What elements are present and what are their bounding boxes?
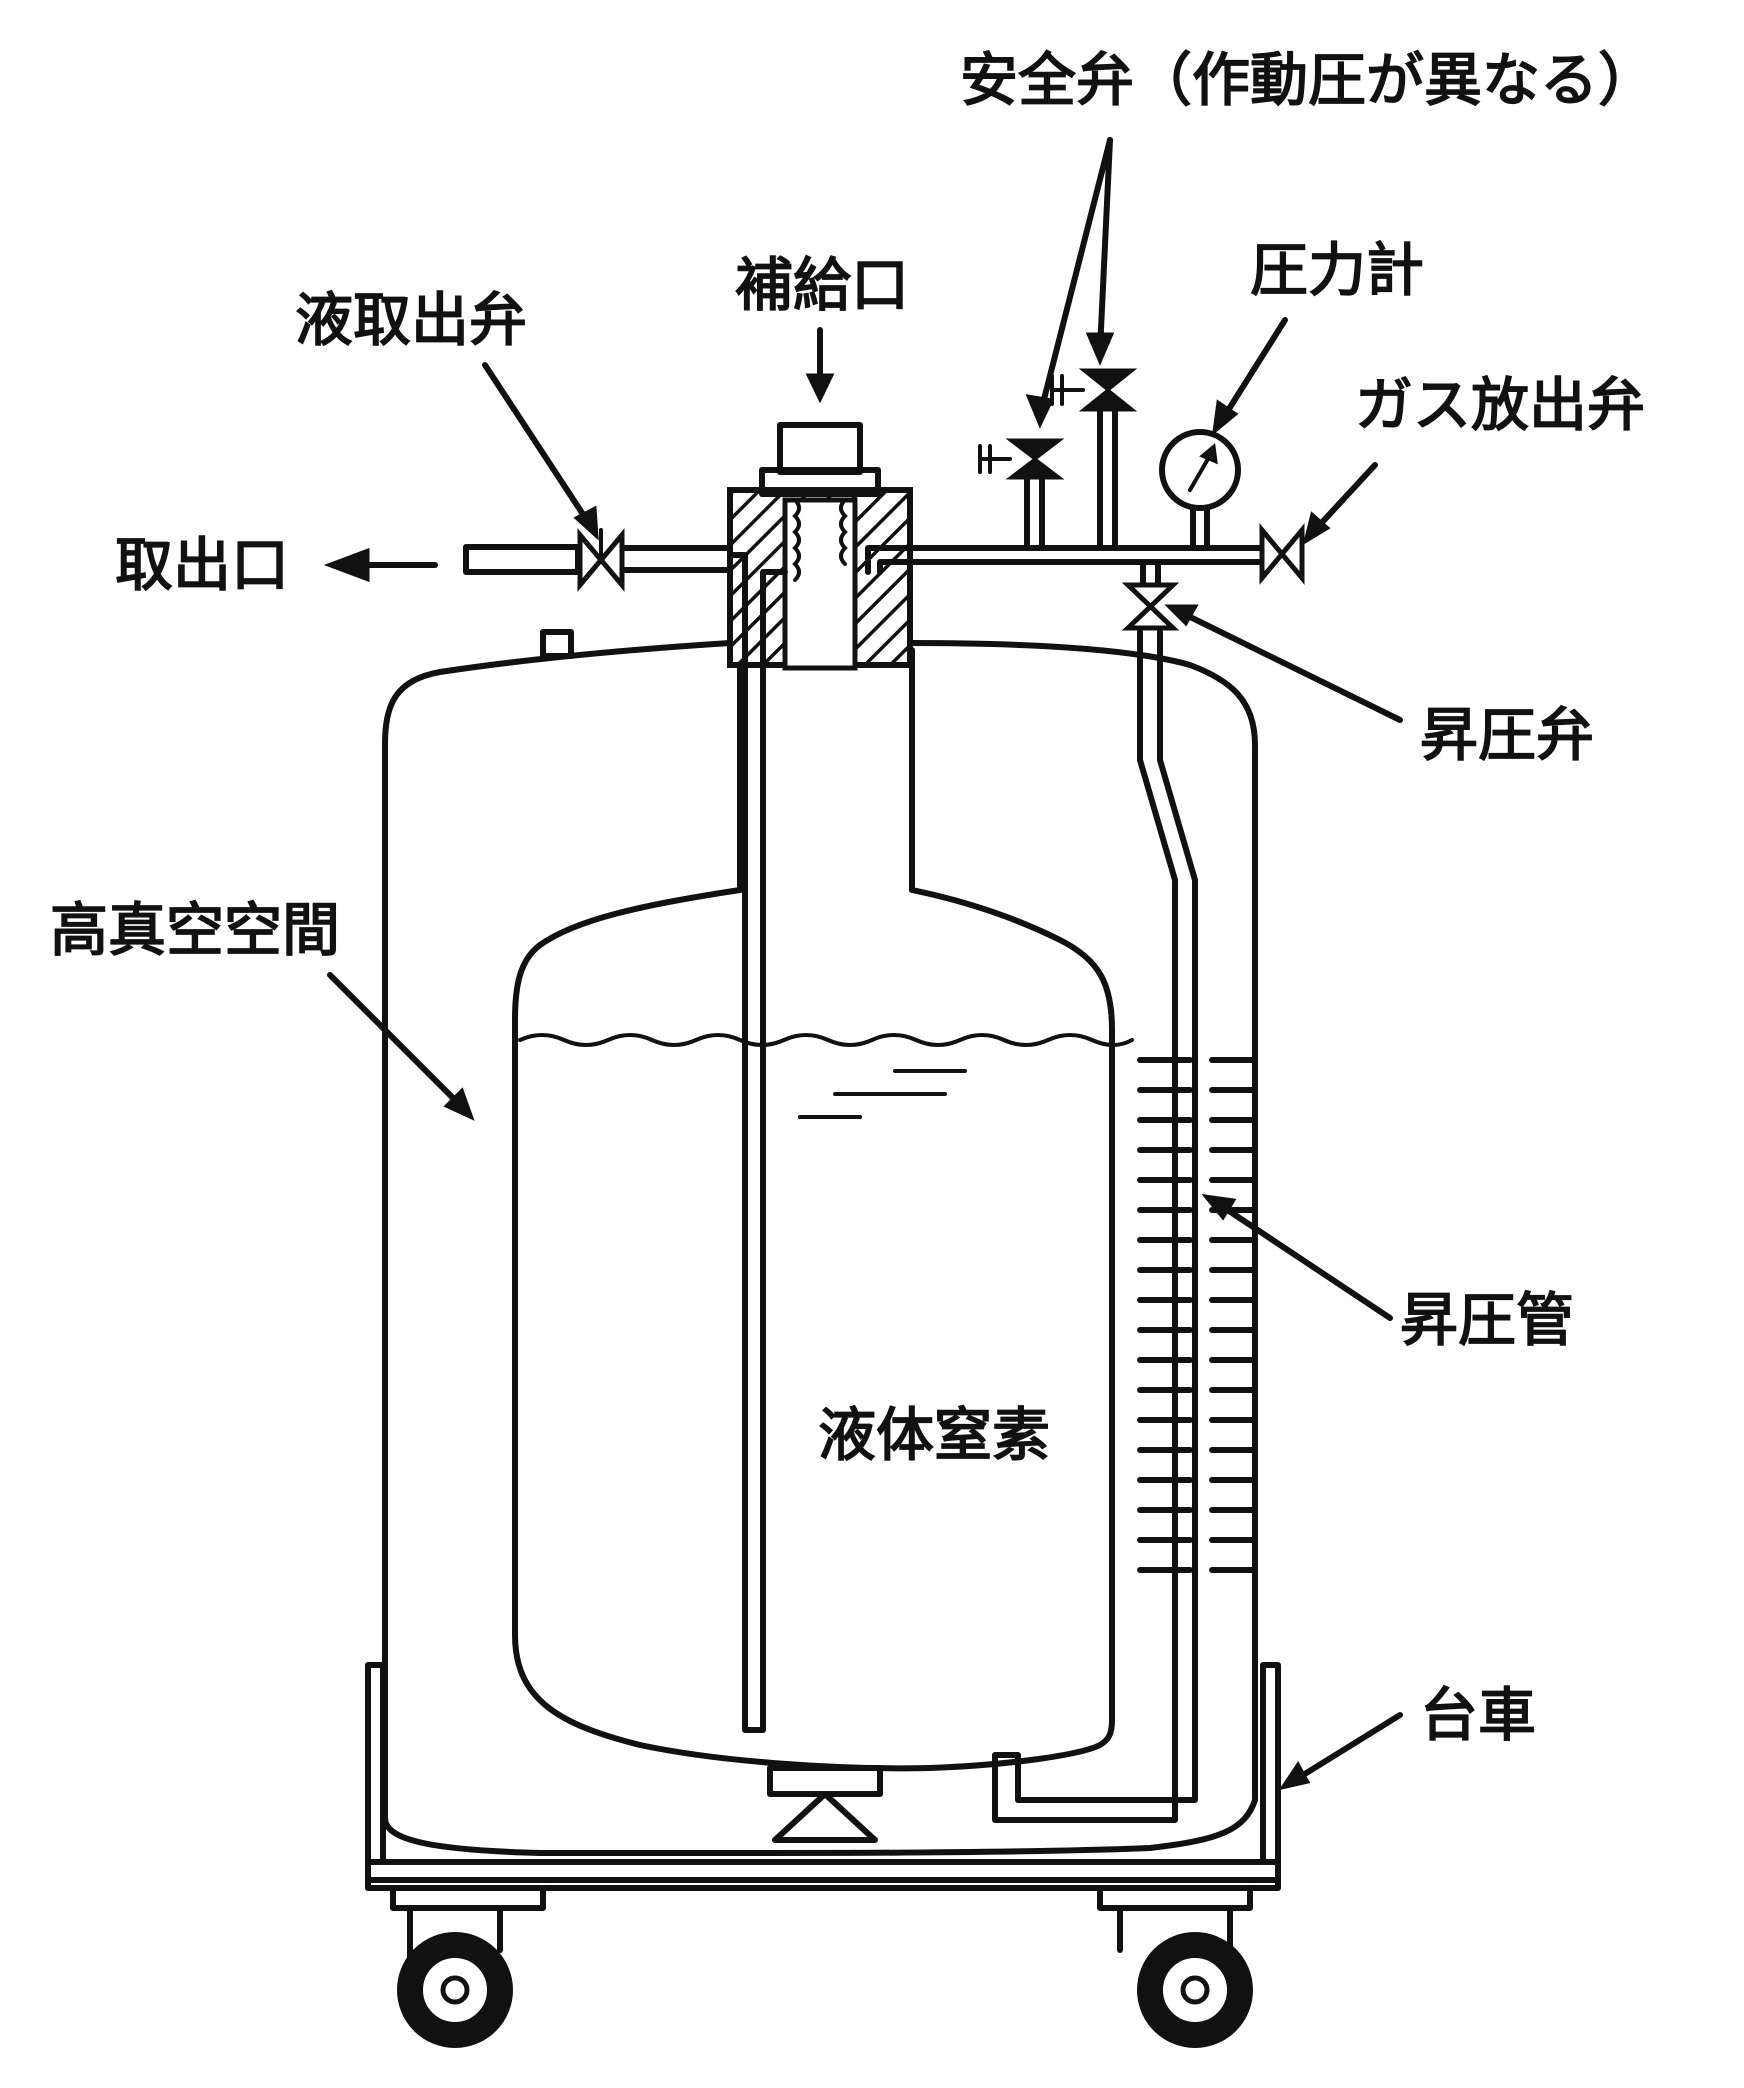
label-boost-tube: 昇圧管 — [1400, 1286, 1574, 1354]
neck-bore — [782, 497, 858, 671]
liquid-surface — [518, 1033, 1134, 1047]
boost-tube — [992, 629, 1198, 1823]
label-fill-port: 補給口 — [735, 251, 909, 319]
safety-valve-leaders — [1025, 137, 1115, 429]
cart-base — [365, 1859, 1281, 1891]
boost-tube-fins — [1137, 1057, 1255, 1573]
boost-valve-leader — [1164, 604, 1403, 723]
pressure-gauge-leader — [1212, 317, 1288, 436]
gas-valve-leader — [1302, 462, 1378, 546]
pressure-gauge[interactable] — [1159, 429, 1241, 511]
gas-release-valve[interactable] — [1259, 523, 1305, 585]
caster-left — [390, 1885, 546, 2048]
cart-leader — [1278, 1712, 1403, 1791]
safety-valve-1[interactable] — [978, 438, 1065, 480]
vacuum-space-leader — [327, 972, 475, 1121]
cart-frame — [365, 1662, 1281, 1883]
liquid-valve[interactable] — [577, 528, 625, 592]
fill-port-arrow — [805, 327, 835, 404]
outlet-pipe — [463, 544, 581, 575]
label-cart: 台車 — [1420, 1681, 1536, 1749]
caster-right — [1097, 1885, 1253, 2048]
dip-tube — [727, 552, 788, 1733]
label-liquid-nitrogen: 液体窒素 — [818, 1401, 1050, 1469]
label-gas-valve: ガス放出弁 — [1355, 371, 1645, 439]
label-liquid-valve: 液取出弁 — [295, 286, 527, 354]
label-boost-valve: 昇圧弁 — [1420, 701, 1594, 769]
liquid-valve-leader — [482, 362, 599, 541]
inner-support-block — [767, 1765, 883, 1797]
fill-cap — [777, 422, 863, 475]
vent-nub — [540, 629, 574, 659]
support-triangle — [772, 1791, 878, 1843]
gas-line-neck — [865, 545, 1193, 575]
boost-tube-leader — [1201, 1193, 1393, 1321]
label-safety-valve: 安全弁（作動圧が異なる） — [960, 46, 1656, 114]
label-outlet: 取出口 — [115, 531, 289, 599]
outlet-arrow — [323, 547, 438, 583]
inner-vessel — [512, 647, 1115, 1772]
label-vacuum-space: 高真空空間 — [50, 896, 340, 964]
label-pressure-gauge: 圧力計 — [1250, 236, 1424, 304]
cap-thread — [792, 498, 848, 582]
outer-vessel — [382, 640, 1258, 1856]
safety-valve-2[interactable] — [1050, 368, 1138, 412]
boost-valve[interactable] — [1121, 582, 1180, 631]
